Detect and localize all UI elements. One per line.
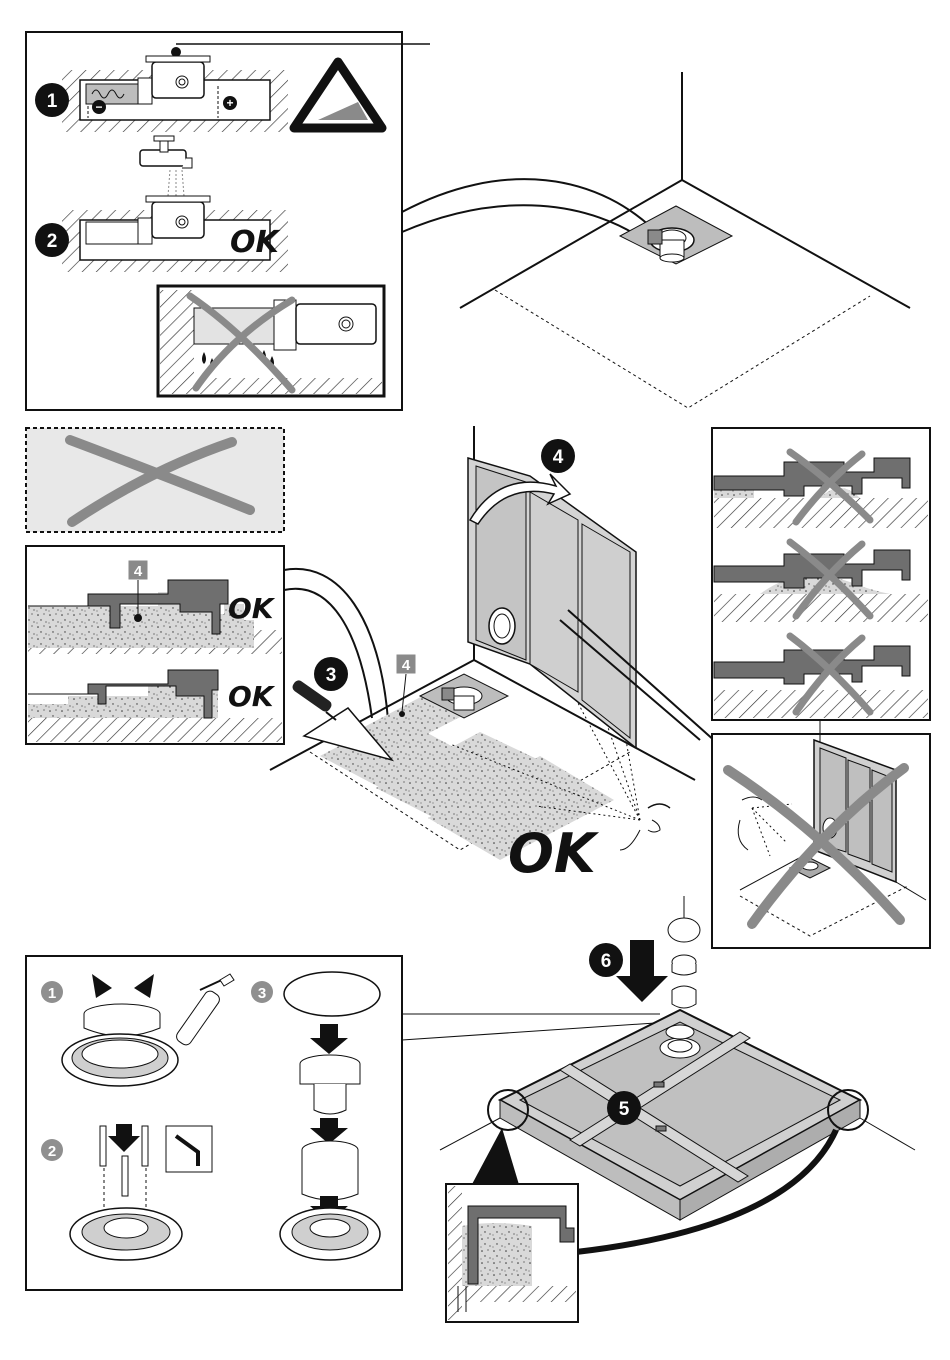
shower-tray-panel: 4 (468, 439, 716, 748)
step-3-label: 3 (326, 665, 337, 686)
drain-test-panel: − + 1 (26, 32, 664, 410)
step-4-label: 4 (553, 447, 564, 468)
substep-2-label: 2 (48, 1143, 56, 1160)
step-2-label: 2 (47, 231, 58, 252)
drain-icon (648, 230, 662, 244)
step-6-label: 6 (601, 951, 612, 972)
plus-sign: + (226, 96, 233, 110)
step-1-label: 1 (47, 91, 58, 112)
hex-key-icon (166, 1126, 212, 1172)
ref-4-panel-label: 4 (134, 563, 143, 580)
eye-icon (620, 804, 670, 850)
substep-1-label: 1 (48, 985, 56, 1002)
leak-detail-box (158, 286, 384, 396)
down-arrow-icon (616, 940, 668, 1002)
substep-3-label: 3 (258, 985, 266, 1002)
ok-mortar-bottom-label: OK (228, 680, 276, 713)
warning-triangle-icon (292, 56, 384, 134)
wrong-mortar-panel (712, 428, 930, 720)
ok-level-label: OK (508, 822, 600, 885)
wrong-leveling-panel (712, 720, 930, 948)
step-5-label: 5 (619, 1099, 630, 1120)
minus-sign: − (95, 100, 102, 114)
level-install-scene: 6 5 (440, 896, 915, 1322)
ok-pipe-label: OK (230, 225, 282, 260)
ref-4-floor-label: 4 (402, 657, 411, 674)
room-corner-view (460, 72, 910, 408)
ok-mortar-top-label: OK (228, 592, 276, 625)
good-mortar-panel: 4 OK OK (26, 546, 284, 744)
bad-mortar-panel (26, 428, 284, 532)
